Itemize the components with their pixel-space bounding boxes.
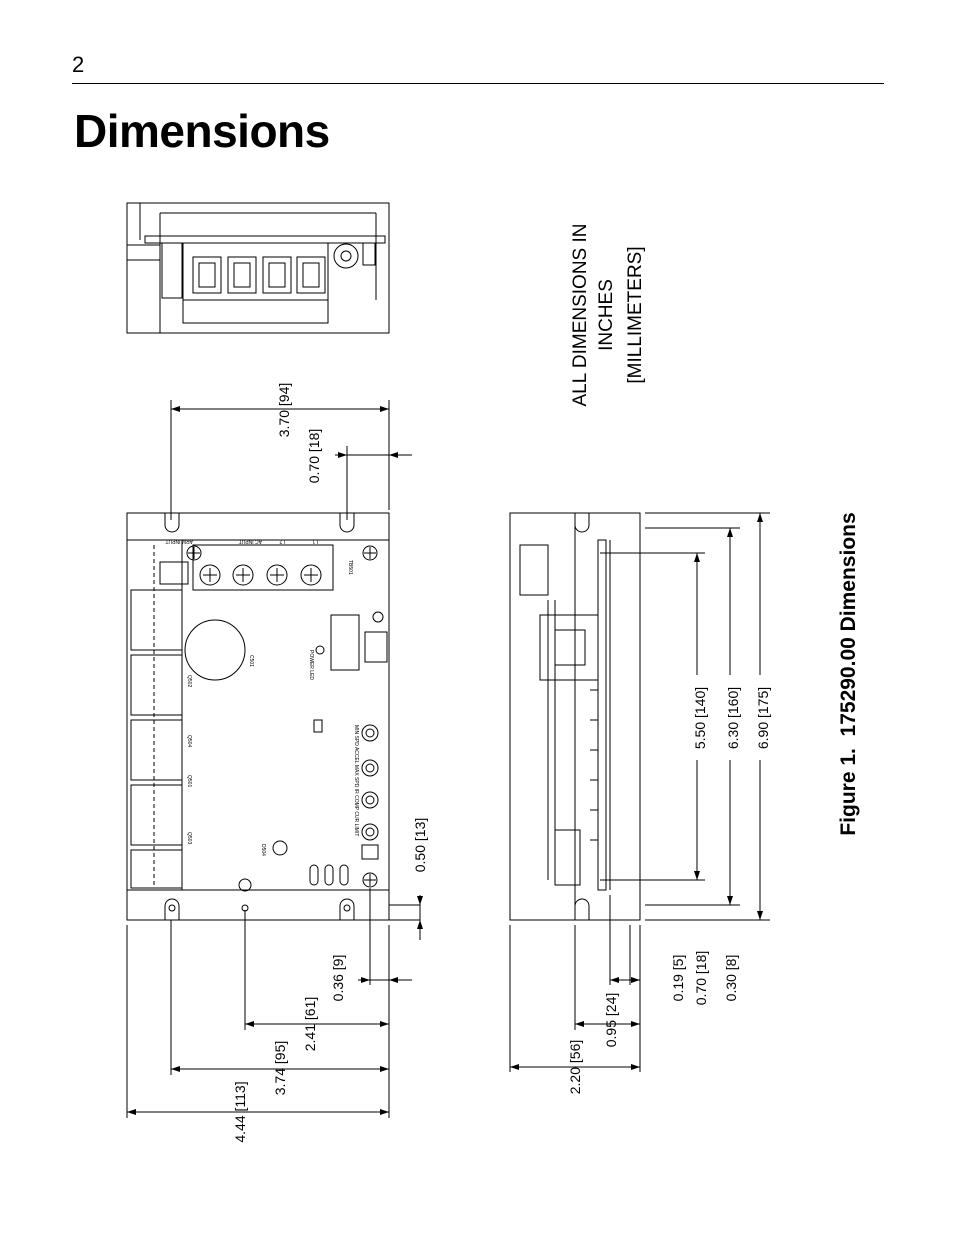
page-number: 2: [72, 52, 85, 77]
label-q504: Q504: [186, 735, 192, 747]
label-pots: MIN SPD ACCEL MAX SPD IR COMP CUR LIMIT: [353, 725, 359, 836]
dim-0-30: 0.30 [8]: [723, 955, 739, 1002]
label-ac-input: AC INPUT: [239, 538, 262, 544]
label-d504: D504: [260, 844, 266, 856]
end-view: [126, 202, 390, 334]
label-tb501: TB501: [347, 560, 353, 575]
page-title: Dimensions: [74, 105, 330, 157]
units-note-line-1: ALL DIMENSIONS IN: [570, 223, 591, 406]
dim-6-90: 6.90 [175]: [755, 687, 771, 749]
label-c501: C501: [248, 655, 254, 667]
dim-0-70-side: 0.70 [18]: [693, 951, 709, 1006]
top-view-board: [126, 512, 390, 921]
figure-caption: Figure 1. 175290.00 Dimensions: [837, 512, 860, 835]
dim-0-70-top: 0.70 [18]: [306, 429, 322, 484]
label-arm-input: ARM INPUT: [166, 538, 194, 544]
dim-2-41: 2.41 [61]: [302, 997, 318, 1052]
dim-6-30: 6.30 [160]: [725, 687, 741, 749]
dim-0-50: 0.50 [13]: [412, 818, 428, 873]
units-note-line-2: INCHES: [596, 279, 617, 351]
label-q501: Q501: [186, 775, 192, 787]
label-l1: L1: [312, 538, 318, 544]
dim-3-70: 3.70 [94]: [276, 383, 292, 438]
label-q503: Q503: [186, 832, 192, 844]
dim-0-19: 0.19 [5]: [670, 955, 686, 1002]
dim-0-95: 0.95 [24]: [603, 993, 619, 1048]
label-l2: L2: [279, 538, 285, 544]
side-view: [509, 512, 641, 921]
dim-5-50: 5.50 [140]: [692, 687, 708, 749]
dim-2-20: 2.20 [56]: [567, 1040, 583, 1095]
dim-4-44: 4.44 [113]: [232, 1081, 248, 1142]
label-q502: Q502: [186, 675, 192, 687]
header-rule: [72, 83, 884, 84]
units-note-line-3: [MILLIMETERS]: [625, 246, 646, 383]
dim-3-74: 3.74 [95]: [272, 1041, 288, 1096]
dim-0-36: 0.36 [9]: [330, 955, 346, 1002]
label-power-led: POWER LED: [308, 650, 314, 680]
